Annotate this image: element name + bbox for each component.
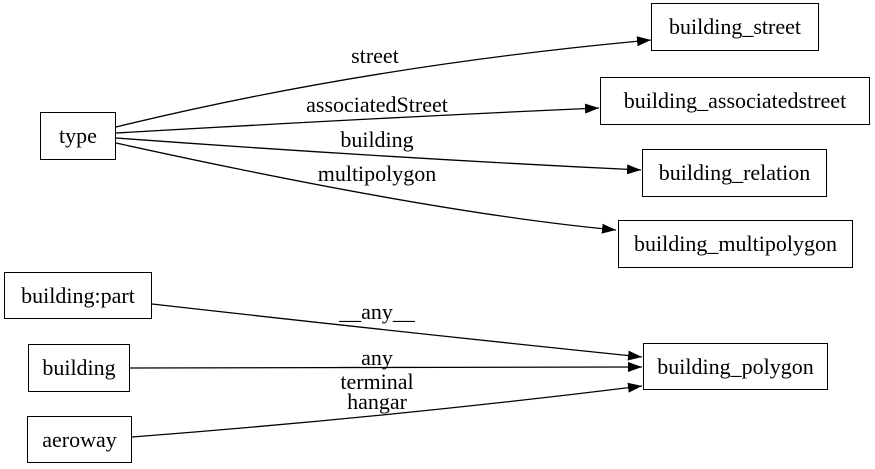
edge-buildingpart-building_polygon	[151, 303, 643, 361]
edge-type-building_street	[115, 36, 652, 128]
node-building-multipolygon-label: building_multipolygon	[634, 231, 837, 256]
node-building-relation: building_relation	[642, 149, 827, 197]
edge-label-street: street	[351, 43, 399, 68]
node-building-street-label: building_street	[669, 14, 801, 39]
node-building-relation-label: building_relation	[658, 160, 811, 185]
node-aeroway-label: aeroway	[42, 426, 117, 452]
node-building-multipolygon: building_multipolygon	[618, 220, 853, 268]
edge-label-terminal: terminal	[340, 369, 414, 394]
edge-aeroway-building_polygon	[131, 382, 643, 438]
edge-label-any-buildingpart: __any__	[339, 299, 415, 324]
node-building-associatedstreet-label: building_associatedstreet	[623, 88, 847, 113]
edge-label-any-building: __any__	[339, 345, 415, 370]
edge-label-building: building	[340, 127, 414, 152]
edge-label-terminal-hangar: terminal hangar	[340, 369, 414, 414]
edge-label-hangar: hangar	[347, 389, 407, 414]
node-aeroway: aeroway	[27, 416, 132, 463]
node-building-label: building	[42, 355, 116, 380]
node-building-associatedstreet: building_associatedstreet	[600, 77, 870, 125]
node-building-polygon: building_polygon	[643, 343, 828, 390]
edge-type-building_multipolygon	[115, 142, 617, 234]
edge-type-building_relation	[115, 137, 642, 175]
node-building-part-label: building:part	[21, 282, 135, 308]
node-building-part: building:part	[4, 272, 152, 319]
node-type: type	[40, 112, 116, 160]
edge-type-building_associatedstreet	[115, 103, 600, 134]
node-building: building	[28, 344, 130, 392]
edge-label-multipolygon: multipolygon	[317, 161, 437, 186]
node-building-street: building_street	[651, 3, 819, 51]
node-building-polygon-label: building_polygon	[657, 353, 814, 379]
edge-building-building_polygon	[129, 362, 643, 373]
edge-label-associatedstreet: associatedStreet	[306, 92, 448, 117]
node-type-label: type	[59, 123, 97, 148]
